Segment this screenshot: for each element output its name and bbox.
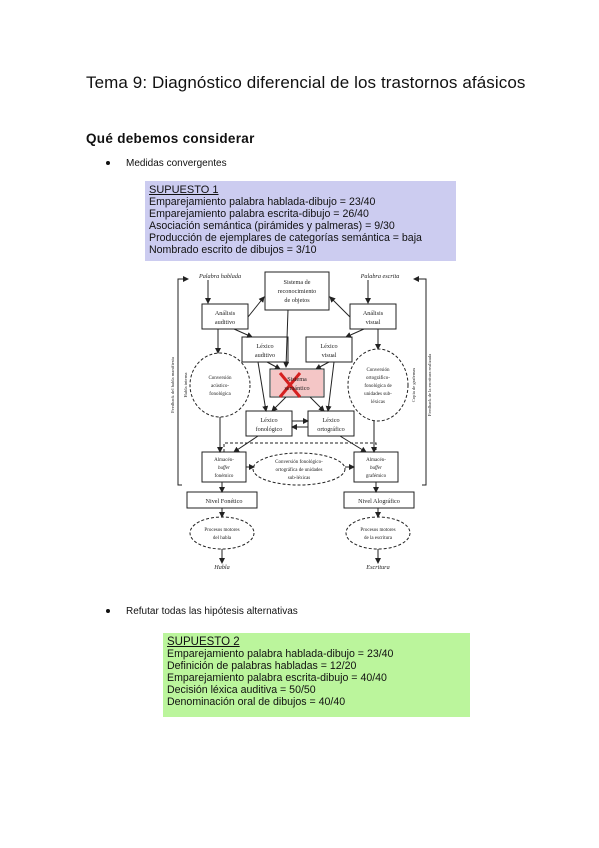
label-conversion-acustico: acústico-: [211, 384, 229, 389]
label-conversion-fonologico: Conversión fonológico-: [275, 460, 323, 465]
label-buffer-fonemico: Almacén-: [214, 458, 234, 463]
label-nivel-alografico: Nivel Alográfico: [358, 498, 400, 505]
case-line: Decisión léxica auditiva = 50/50: [167, 684, 316, 696]
label-copia-grafemas: Copia de grafemas: [411, 368, 416, 403]
case-heading: SUPUESTO 2: [167, 636, 240, 648]
label-palabra-escrita: Palabra escrita: [360, 273, 400, 280]
label-buffer-grafemico: buffer: [370, 466, 382, 471]
label-analisis-visual: Análisis: [363, 310, 384, 317]
label-procesos-escritura: de la escritura: [364, 536, 393, 541]
label-analisis-auditivo: auditivo: [215, 319, 235, 326]
label-lexico-visual: visual: [322, 352, 337, 359]
label-conversion-ortografico: léxicas: [371, 400, 385, 405]
case-heading: SUPUESTO 1: [149, 184, 219, 196]
label-sistema-semantico: Sistema: [287, 376, 307, 383]
label-conversion-fonologico: sub-léxicas: [288, 476, 311, 481]
label-nivel-fonetico: Nivel Fonético: [206, 498, 243, 505]
bullet-icon: [106, 609, 110, 614]
label-analisis-visual: visual: [366, 319, 381, 326]
label-analisis-auditivo: Análisis: [215, 310, 236, 317]
bullet-item: Refutar todas las hipótesis alternativas: [106, 606, 298, 617]
cognitive-model-diagram: Palabra hablada Palabra escrita Sistema …: [170, 271, 432, 571]
cross-icon: [278, 372, 302, 398]
label-lexico-visual: Léxico: [320, 343, 337, 350]
label-conversion-ortografico: Conversión: [366, 368, 390, 373]
label-procesos-habla: Procesos motores: [204, 528, 239, 533]
label-habla: Habla: [213, 564, 229, 571]
label-procesos-escritura: Procesos motores: [360, 528, 395, 533]
bullet-icon: [106, 161, 110, 166]
case-box-1: SUPUESTO 1 Emparejamiento palabra hablad…: [145, 181, 456, 261]
label-feedback-escritura: Feedback de la escritura realizada: [427, 354, 432, 416]
case-line: Emparejamiento palabra hablada-dibujo = …: [149, 196, 376, 208]
label-procesos-habla: del habla: [213, 536, 232, 541]
case-line: Nombrado escrito de dibujos = 3/10: [149, 244, 317, 256]
label-buffer-fonemico: buffer: [218, 466, 230, 471]
label-conversion-acustico: fonológica: [209, 392, 231, 397]
label-feedback-habla: Feedback del habla manifiesta: [170, 357, 175, 413]
label-conversion-ortografico: unidades sub-: [364, 392, 392, 397]
label-conversion-ortografico: ortográfico-: [366, 376, 390, 381]
label-sistema-reconocimiento: reconocimiento: [278, 288, 317, 295]
bullet-text: Refutar todas las hipótesis alternativas: [126, 606, 298, 617]
label-conversion-ortografico: fonológica de: [364, 384, 392, 389]
page-title: Tema 9: Diagnóstico diferencial de los t…: [86, 73, 526, 92]
label-palabra-hablada: Palabra hablada: [198, 273, 241, 280]
label-lexico-ortografico: Léxico: [322, 417, 339, 424]
label-sistema-reconocimiento: Sistema de: [284, 279, 311, 286]
section-heading: Qué debemos considerar: [86, 131, 255, 146]
label-lexico-fonologico: Léxico: [260, 417, 277, 424]
label-buffer-grafemico: grafémico: [366, 474, 387, 479]
label-lexico-auditivo: auditivo: [255, 352, 275, 359]
case-line: Emparejamiento palabra escrita-dibujo = …: [167, 672, 387, 684]
bullet-item: Medidas convergentes: [106, 158, 227, 169]
label-sistema-semantico: semántico: [284, 385, 309, 392]
label-lexico-auditivo: Léxico: [256, 343, 273, 350]
label-lexico-fonologico: fonológico: [256, 426, 283, 433]
label-lexico-ortografico: ortográfico: [317, 426, 345, 433]
case-line: Denominación oral de dibujos = 40/40: [167, 696, 346, 708]
label-sistema-reconocimiento: de objetos: [284, 297, 310, 304]
case-box-2: SUPUESTO 2 Emparejamiento palabra hablad…: [163, 633, 470, 717]
label-buffer-grafemico: Almacén-: [366, 458, 386, 463]
label-escritura: Escritura: [365, 564, 389, 571]
label-conversion-fonologico: ortográfica de unidades: [276, 468, 323, 473]
bullet-text: Medidas convergentes: [126, 158, 227, 169]
case-line: Definición de palabras habladas = 12/20: [167, 660, 357, 672]
case-line: Emparejamiento palabra escrita-dibujo = …: [149, 208, 369, 220]
label-buffer-fonemico: fonémico: [215, 474, 234, 479]
label-habla-interna: Habla interna: [183, 373, 188, 398]
case-line: Producción de ejemplares de categorías s…: [149, 232, 422, 244]
case-line: Emparejamiento palabra hablada-dibujo = …: [167, 648, 394, 660]
case-line: Asociación semántica (pirámides y palmer…: [149, 220, 395, 232]
label-conversion-acustico: Conversión: [208, 376, 232, 381]
